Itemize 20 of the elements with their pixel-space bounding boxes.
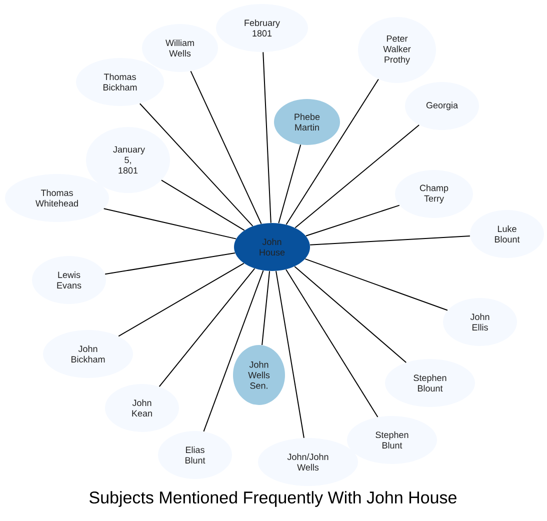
connector-line: [304, 258, 448, 311]
connector-line: [139, 103, 254, 227]
connector-line: [103, 208, 237, 240]
connector-line: [310, 236, 470, 246]
connector-line: [278, 144, 302, 224]
connector-line: [118, 262, 244, 337]
connector-line: [190, 70, 262, 224]
connector-line: [305, 204, 400, 236]
connector-line: [286, 269, 378, 418]
connector-line: [276, 270, 304, 438]
connector-line: [262, 52, 272, 224]
connector-line: [158, 268, 256, 388]
connector-line: [294, 124, 420, 228]
connector-line: [262, 270, 270, 346]
connector-line: [160, 180, 245, 231]
connector-line: [286, 78, 379, 226]
connector-line: [203, 270, 264, 432]
connector-line: [294, 266, 407, 363]
chart-title: Subjects Mentioned Frequently With John House: [90, 491, 456, 507]
connector-line: [104, 252, 236, 275]
